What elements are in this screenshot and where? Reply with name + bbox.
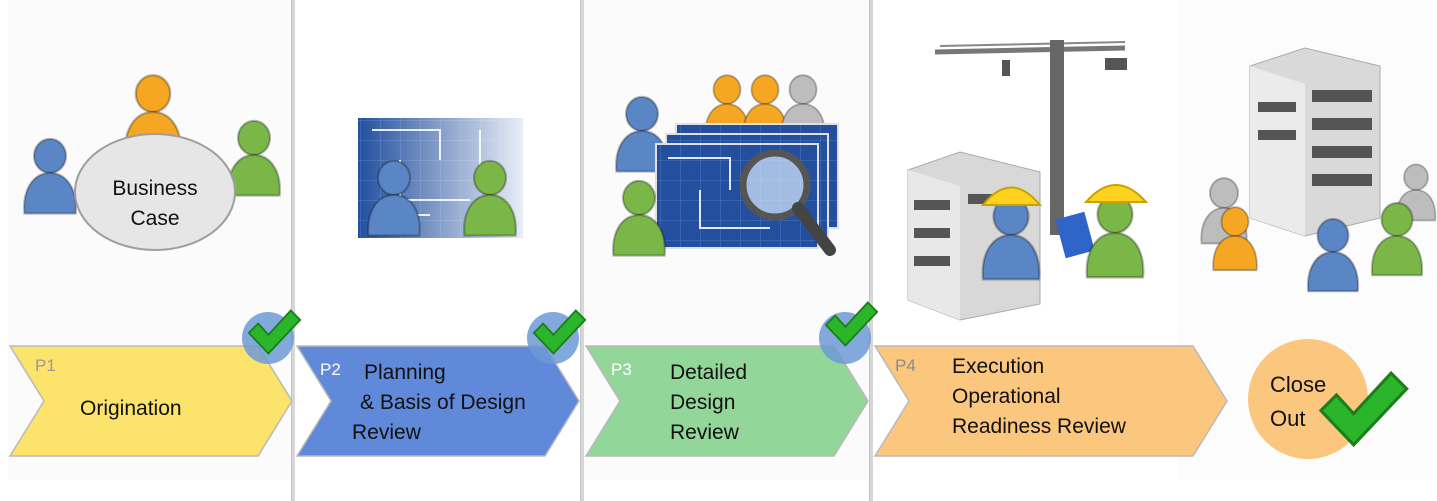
separator-2 [580,0,584,501]
phase-number-p3: P3 [611,360,632,379]
separator-1 [291,0,295,501]
phase-label-p1: Origination [80,397,182,420]
phase-number-p2: P2 [320,360,341,379]
check-icon-p2 [527,309,587,364]
phase-label-p4: Execution Operational Readiness Review [952,355,1126,438]
meeting-table-icon [23,74,281,251]
phase-number-p1: P1 [35,356,56,375]
phase-number-p4: P4 [895,356,916,375]
phase-label-p3: Detailed Design Review [670,361,748,444]
check-icon-p1 [242,309,302,364]
chevron-p4 [873,345,1228,457]
check-icon-p3 [819,301,879,364]
magnifier-blueprint-icon [612,74,839,257]
phase-label-p2: Planning & Basis of Design Review [352,361,526,444]
closeout-label: Close Out [1270,372,1327,431]
business-case-label: Business Case [112,177,198,230]
completed-building-icon [1200,47,1437,293]
blueprint-review-icon [358,118,523,238]
separator-3 [869,0,873,501]
construction-crane-icon [907,40,1149,321]
